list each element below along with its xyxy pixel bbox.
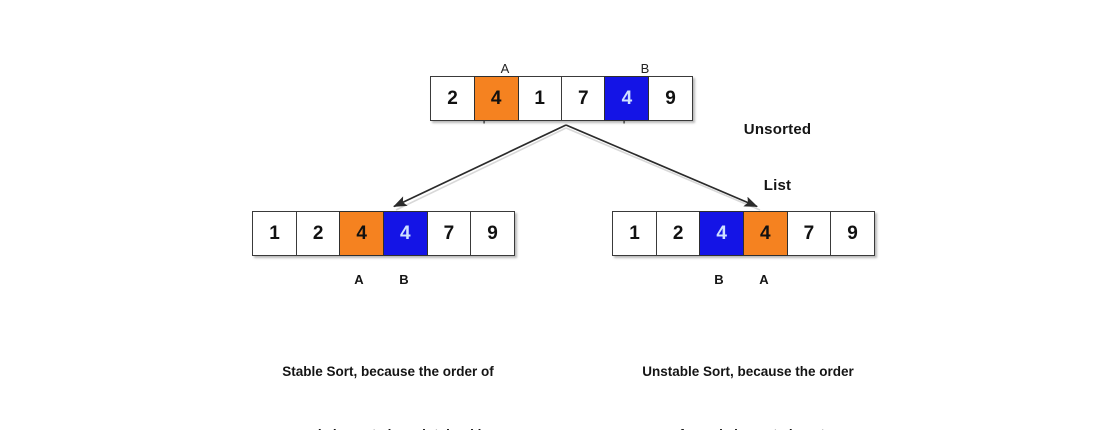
stable-caption: Stable Sort, because the order of equal … [228,320,548,430]
unsorted-cell-value-1: 4 [490,87,502,109]
stable-cell-value-3: 4 [400,222,411,244]
stable-cell-3: 4 [382,211,428,256]
stable-cell-value-5: 9 [487,222,498,244]
stable-cell-4: 7 [426,211,472,256]
b-position-letter: B [640,60,650,76]
stable-sorted-array: 1 2 4 4 7 9 [252,211,516,256]
unstable-cell-5: 9 [830,211,876,256]
unsorted-cell-value-5: 9 [665,87,676,109]
unstable-caption-line2: of equal elements is not [588,425,908,430]
unstable-cell-4: 7 [786,211,832,256]
unstable-cell-value-2: 4 [716,222,727,244]
unsorted-cell-value-4: 4 [621,87,633,109]
unstable-caption: Unstable Sort, because the order of equa… [588,320,908,430]
unsorted-list-label-line2: List [763,176,792,194]
stable-cell-value-4: 7 [443,222,455,244]
unsorted-cell-1: 4 [473,76,519,121]
stable-marker-right: B [399,272,409,287]
stable-cell-value-1: 2 [312,222,324,244]
unstable-caption-line1: Unstable Sort, because the order [642,363,854,379]
unstable-sorted-array: 1 2 4 4 7 9 [612,211,876,256]
stable-cell-value-2: 4 [356,222,367,244]
unstable-cell-3: 4 [742,211,788,256]
unstable-cell-0: 1 [612,211,657,256]
unstable-cell-value-5: 9 [847,222,858,244]
stable-cell-2: 4 [339,211,385,256]
unsorted-list-label-line1: Unsorted [743,120,812,138]
unsorted-cell-4: 4 [604,76,650,121]
unstable-cell-value-1: 2 [672,222,684,244]
unstable-cell-1: 2 [655,211,701,256]
stable-marker-left: A [354,272,364,287]
unsorted-list-label: Unsorted List [710,83,845,233]
unsorted-cell-2: 1 [517,76,563,121]
unstable-cell-value-0: 1 [629,222,640,244]
stable-cell-5: 9 [470,211,516,256]
unstable-marker-left: B [714,272,724,287]
unsorted-cell-3: 7 [560,76,606,121]
stable-caption-line2: equal elements is maintained in [228,425,548,430]
unsorted-cell-value-3: 7 [578,87,589,109]
stable-cell-1: 2 [295,211,341,256]
unstable-cell-value-4: 7 [803,222,815,244]
unstable-cell-value-3: 4 [760,222,771,244]
stable-cell-0: 1 [252,211,297,256]
unstable-marker-right: A [759,272,769,287]
unsorted-cell-value-2: 1 [534,87,545,109]
stable-cell-value-0: 1 [269,222,280,244]
unsorted-cell-0: 2 [430,76,475,121]
unsorted-list-array: 2 4 1 7 4 9 [430,76,694,121]
unsorted-cell-value-0: 2 [447,87,458,109]
stable-caption-line1: Stable Sort, because the order of [282,363,494,379]
a-position-letter: A [500,60,510,76]
unstable-cell-2: 4 [699,211,745,256]
unsorted-cell-5: 9 [648,76,694,121]
